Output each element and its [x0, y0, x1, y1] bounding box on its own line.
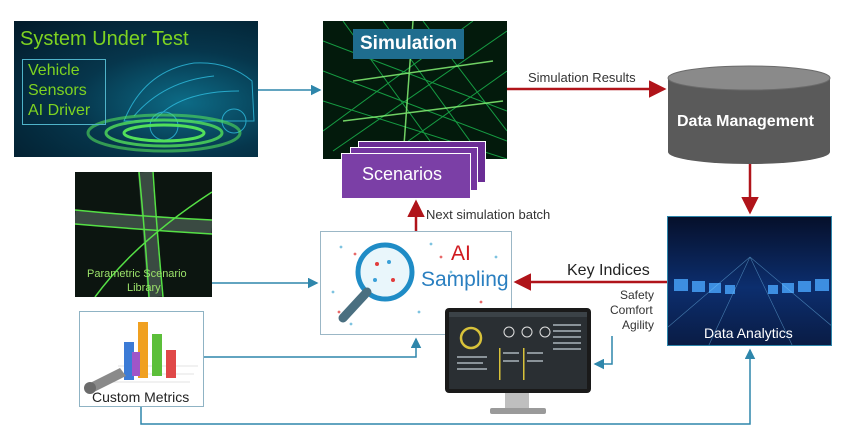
ai-sampling-label-ai: AI [451, 242, 471, 265]
monitor-stand [505, 393, 529, 409]
sut-item-ai-driver: AI Driver [28, 102, 91, 119]
monitor-base [490, 408, 546, 414]
simulation-panel: Simulation [323, 21, 507, 159]
edge-label-simulation-results: Simulation Results [528, 70, 636, 85]
scenario-library-panel: Parametric Scenario Library [75, 172, 212, 297]
road-intersection-image [75, 172, 212, 297]
sut-item-sensors: Sensors [28, 82, 87, 99]
ai-sampling-label-sampling: Sampling [421, 268, 509, 291]
edge-label-key-indices: Key Indices [567, 262, 650, 279]
custom-metrics-label: Custom Metrics [92, 389, 190, 405]
scenarios-label: Scenarios [362, 164, 443, 184]
sut-items-box [22, 59, 106, 125]
magnifier-icon [331, 242, 498, 329]
arrow-metrics-to-ai-sampling [204, 337, 422, 358]
scenario-library-label-line1: Parametric Scenario [87, 268, 187, 280]
dashboard-screen-image [449, 312, 587, 389]
arrow-indices-to-dashboard [593, 336, 613, 370]
sut-title: System Under Test [20, 28, 189, 50]
edge-label-next-batch: Next simulation batch [426, 207, 551, 222]
scenarios-doc-front [341, 153, 471, 199]
monitors-room-image [668, 256, 831, 345]
data-analytics-label: Data Analytics [704, 325, 793, 341]
data-analytics-panel: Data Analytics [667, 216, 832, 346]
sut-item-vehicle: Vehicle [28, 62, 80, 79]
data-management-label: Data Management [677, 113, 814, 130]
index-agility: Agility [622, 318, 655, 332]
dashboard-monitor [445, 308, 591, 393]
custom-metrics-panel: Custom Metrics [79, 311, 204, 407]
index-comfort: Comfort [610, 303, 653, 317]
car-wireframe-image [86, 62, 255, 153]
scenario-library-label-line2: Library [127, 282, 161, 294]
index-safety: Safety [620, 288, 655, 302]
system-under-test-panel: System Under Test Vehicle Sensors AI Dri… [14, 21, 258, 157]
simulation-title: Simulation [353, 29, 465, 59]
